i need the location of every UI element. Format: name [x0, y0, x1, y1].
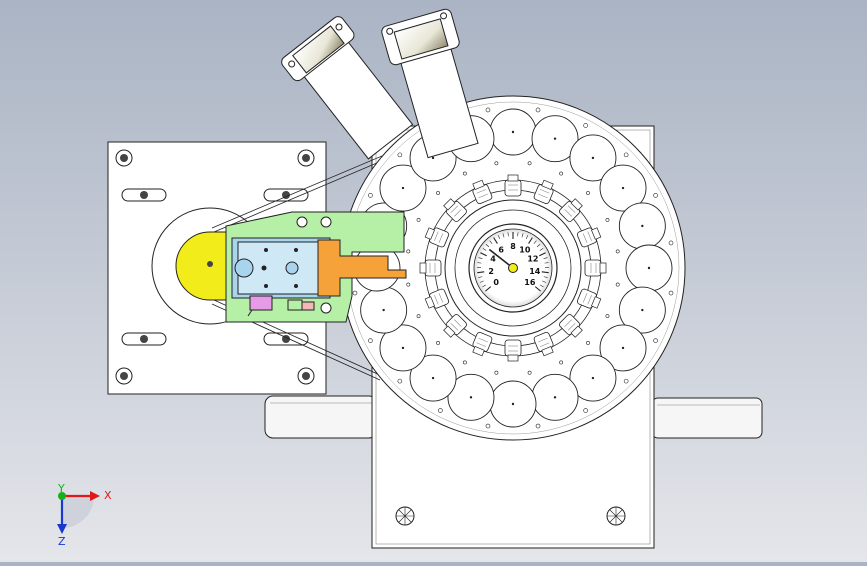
rim-bolt — [669, 291, 673, 295]
x-axis-label: X — [104, 489, 112, 502]
rim-bolt — [536, 424, 540, 428]
pocket-center-mark — [432, 377, 434, 379]
gauge-scale-label: 6 — [498, 245, 504, 254]
rim-bolt — [438, 409, 442, 413]
inner-bolt — [495, 162, 498, 165]
pocket-center-mark — [622, 347, 624, 349]
inner-bolt — [606, 315, 609, 318]
y-axis-label: Y — [57, 482, 65, 495]
rim-bolt — [353, 291, 357, 295]
rim-bolt — [654, 193, 658, 197]
gauge-scale-label: 0 — [493, 278, 499, 287]
pocket-center-mark — [592, 157, 594, 159]
inner-bolt — [463, 361, 466, 364]
inner-bolt — [606, 218, 609, 221]
housing-bolt-right — [607, 507, 625, 525]
inner-bolt — [586, 191, 589, 194]
rim-bolt — [669, 241, 673, 245]
left-shaft — [265, 396, 377, 438]
gauge-scale-label: 16 — [524, 278, 536, 287]
gauge-hub — [509, 264, 518, 273]
rim-bolt — [486, 424, 490, 428]
pocket-center-mark — [554, 396, 556, 398]
rim-bolt — [624, 153, 628, 157]
rim-bolt — [398, 153, 402, 157]
gauge-scale-label: 4 — [490, 255, 496, 264]
orientation-triad: X Y Z — [57, 482, 112, 548]
gauge-scale-label: 10 — [519, 245, 531, 254]
pocket-center-mark — [622, 187, 624, 189]
inner-bolt — [528, 371, 531, 374]
inner-bolt — [407, 250, 410, 253]
gauge-scale-label: 2 — [488, 267, 494, 276]
pocket-center-mark — [382, 309, 384, 311]
inner-bolt — [616, 283, 619, 286]
pocket-center-mark — [592, 377, 594, 379]
gauge-scale-label: 14 — [529, 267, 541, 276]
inner-bolt — [560, 361, 563, 364]
pocket-center-mark — [512, 403, 514, 405]
pocket-center-mark — [432, 157, 434, 159]
rim-bolt — [536, 108, 540, 112]
pocket-center-mark — [641, 309, 643, 311]
inner-bolt — [528, 162, 531, 165]
rim-bolt — [398, 379, 402, 383]
inner-bolt — [436, 191, 439, 194]
pocket-center-mark — [648, 267, 650, 269]
pocket-center-mark — [512, 131, 514, 133]
inner-bolt — [436, 341, 439, 344]
rim-bolt — [624, 379, 628, 383]
rim-bolt — [654, 339, 658, 343]
pocket-center-mark — [641, 225, 643, 227]
right-shaft — [652, 398, 762, 438]
valve-connector — [250, 296, 272, 310]
inner-bolt — [586, 341, 589, 344]
pocket-center-mark — [470, 396, 472, 398]
gauge-scale-label: 12 — [527, 255, 538, 264]
rim-bolt — [584, 123, 588, 127]
inner-bolt — [495, 371, 498, 374]
pocket-center-mark — [402, 347, 404, 349]
inner-bolt — [417, 218, 420, 221]
rim-bolt — [368, 339, 372, 343]
inner-bolt — [463, 172, 466, 175]
pocket-center-mark — [554, 137, 556, 139]
rim-bolt — [584, 409, 588, 413]
inner-bolt — [560, 172, 563, 175]
rim-bolt — [486, 108, 490, 112]
inner-bolt — [417, 315, 420, 318]
pocket-center-mark — [402, 187, 404, 189]
housing-bolt-left — [396, 507, 414, 525]
z-axis-label: Z — [58, 535, 66, 548]
inner-bolt — [407, 283, 410, 286]
gauge-scale-label: 8 — [510, 242, 516, 251]
rim-bolt — [368, 193, 372, 197]
inner-bolt — [616, 250, 619, 253]
